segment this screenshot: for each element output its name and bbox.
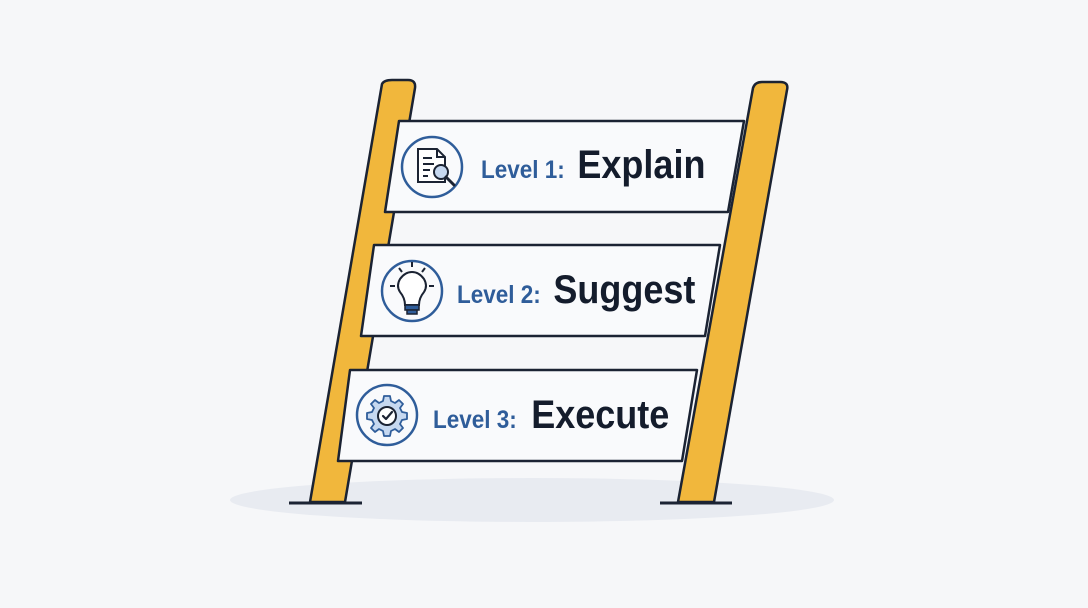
- plank-level-2: [359, 243, 722, 338]
- gear-check-icon: [355, 383, 419, 447]
- level-3-label: Level 3: Execute: [433, 393, 669, 438]
- level-1-label: Level 1: Explain: [481, 143, 705, 188]
- level-2-title: Suggest: [553, 268, 696, 312]
- level-3-title: Execute: [531, 393, 670, 437]
- plank-level-1: [383, 119, 746, 214]
- level-2-number: Level 2:: [457, 281, 541, 309]
- level-2-label: Level 2: Suggest: [457, 268, 695, 313]
- level-1-title: Explain: [577, 143, 706, 187]
- level-1-number: Level 1:: [481, 156, 565, 184]
- lightbulb-icon: [380, 259, 444, 323]
- level-3-number: Level 3:: [433, 406, 517, 434]
- document-search-icon: [400, 135, 464, 199]
- plank-level-3: [336, 368, 699, 463]
- right-rail: [676, 80, 789, 504]
